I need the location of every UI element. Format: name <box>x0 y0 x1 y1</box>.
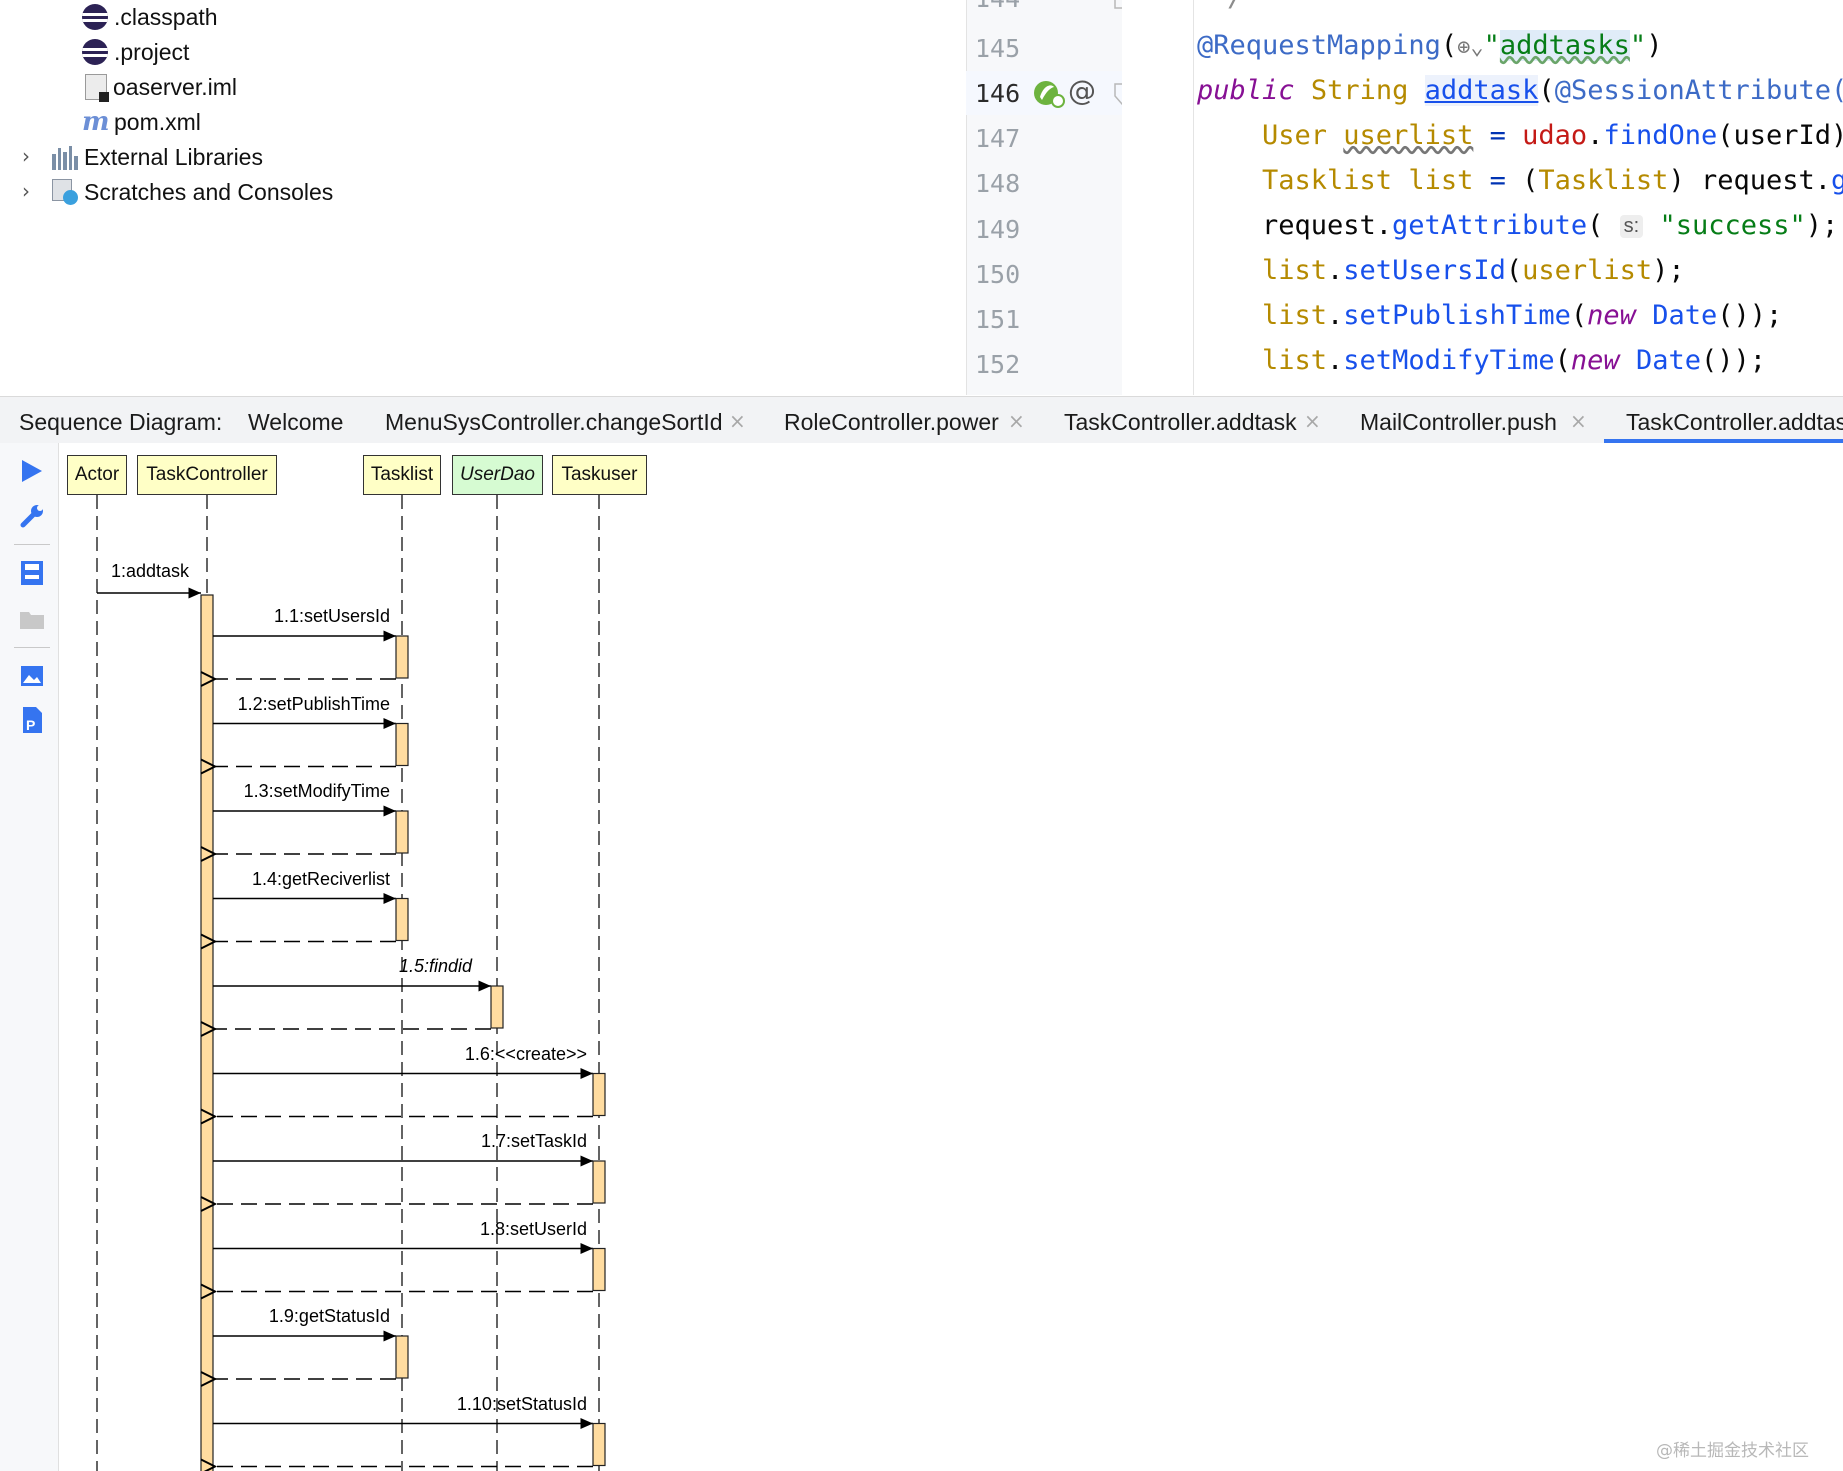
line-number: 151 <box>975 305 1021 334</box>
activation-bar <box>395 810 409 854</box>
activation-bar <box>592 1160 606 1204</box>
line-number: 145 <box>975 34 1021 63</box>
eclipse-file-icon <box>82 4 108 30</box>
message-label[interactable]: 1.8:setUserId <box>479 1218 587 1239</box>
message-label[interactable]: 1.1:setUsersId <box>273 606 390 626</box>
activation-bar <box>395 897 409 942</box>
svg-text:P: P <box>26 717 35 733</box>
tree-item-label: External Libraries <box>84 143 263 170</box>
code-line-149: request.getAttribute( s: "success"); <box>1262 210 1839 241</box>
lifeline-userdao[interactable]: UserDao <box>452 455 543 495</box>
lifeline-taskuser[interactable]: Taskuser <box>552 455 647 495</box>
tree-item-label: .classpath <box>114 3 218 30</box>
save-icon[interactable] <box>20 560 44 586</box>
activation-bar <box>395 1335 409 1379</box>
tree-item-pom-xml[interactable]: m pom.xml <box>82 105 201 139</box>
tab-taskcontroller-addtask[interactable]: TaskController.addtask <box>1064 409 1297 435</box>
editor-gutter <box>966 0 1123 395</box>
tree-item-external-libraries[interactable]: External Libraries <box>52 140 263 174</box>
activation-bar <box>592 1247 606 1292</box>
lifeline-tasklist[interactable]: Tasklist <box>363 455 441 495</box>
message-label[interactable]: 1.10:setStatusId <box>456 1393 587 1414</box>
code-line-144: */ <box>1212 0 1245 13</box>
tab-taskcontroller-addtas-active[interactable]: TaskController.addtas <box>1626 409 1843 435</box>
run-icon[interactable] <box>20 458 44 484</box>
code-line-151: list.setPublishTime(new Date()); <box>1262 300 1783 331</box>
maven-icon: m <box>82 107 110 137</box>
tree-item-label: .project <box>114 38 190 65</box>
diagram-tab-bar: Sequence Diagram: Welcome MenuSysControl… <box>0 396 1843 444</box>
activation-bar <box>395 635 409 679</box>
tab-menusyscontroller-changesortid[interactable]: MenuSysController.changeSortId <box>385 409 723 435</box>
code-line-150: list.setUsersId(userlist); <box>1262 255 1685 286</box>
activation-bar <box>490 985 504 1029</box>
tab-welcome[interactable]: Welcome <box>248 409 344 435</box>
project-tree: .classpath .project oaserver.iml m pom.x… <box>0 0 965 395</box>
message-label[interactable]: 1.7:setTaskId <box>480 1131 587 1151</box>
export-icon[interactable]: P <box>20 706 44 734</box>
code-line-145: @RequestMapping(⊕⌄"addtasks") <box>1197 30 1663 61</box>
message-label[interactable]: 1.6:<<create>> <box>464 1043 587 1064</box>
sequence-diagram-drawing <box>96 495 606 1471</box>
tree-item-classpath[interactable]: .classpath <box>82 0 218 34</box>
close-icon[interactable]: × <box>729 409 746 433</box>
activation-bar <box>592 1422 606 1467</box>
message-label[interactable]: 1.3:setModifyTime <box>243 781 390 801</box>
line-number: 152 <box>975 350 1021 379</box>
image-icon[interactable] <box>20 665 44 687</box>
tree-item-label: Scratches and Consoles <box>84 178 334 205</box>
code-line-146: public String addtask(@SessionAttribute( <box>1197 75 1843 106</box>
activation-bar <box>592 1072 606 1117</box>
iml-file-icon <box>85 74 109 102</box>
chevron-right-icon[interactable]: › <box>22 179 30 203</box>
globe-icon[interactable]: ⊕⌄ <box>1457 35 1484 60</box>
folder-icon[interactable] <box>19 608 45 630</box>
tab-mailcontroller-push[interactable]: MailController.push <box>1360 409 1557 435</box>
tab-rolecontroller-power[interactable]: RoleController.power <box>784 409 999 435</box>
active-tab-indicator <box>1604 439 1843 443</box>
line-number: 144 <box>975 0 1033 13</box>
tree-item-oaserver-iml[interactable]: oaserver.iml <box>85 70 237 104</box>
line-number: 150 <box>975 260 1021 289</box>
code-line-152: list.setModifyTime(new Date()); <box>1262 345 1766 376</box>
eclipse-file-icon <box>82 39 108 65</box>
chevron-right-icon[interactable]: › <box>22 144 30 168</box>
message-label[interactable]: 1:addtask <box>111 561 190 581</box>
line-number: 149 <box>975 215 1021 244</box>
line-number: 148 <box>975 169 1021 198</box>
tree-item-scratches[interactable]: Scratches and Consoles <box>52 175 333 209</box>
tree-item-label: oaserver.iml <box>113 73 237 100</box>
code-line-147: User userlist = udao.findOne(userId) <box>1262 120 1843 151</box>
message-label[interactable]: 1.2:setPublishTime <box>237 693 390 714</box>
sequence-diagram-canvas[interactable]: Actor TaskController Tasklist UserDao Ta… <box>59 443 1843 1471</box>
close-icon[interactable]: × <box>1304 409 1321 433</box>
line-number-active: 146 <box>975 79 1021 108</box>
tree-item-label: pom.xml <box>114 108 201 135</box>
close-icon[interactable]: × <box>1570 409 1587 433</box>
code-line-148: Tasklist list = (Tasklist) request.g <box>1262 165 1843 196</box>
message-label[interactable]: 1.4:getReciverlist <box>251 868 390 889</box>
tree-item-project[interactable]: .project <box>82 35 189 69</box>
activation-bar <box>395 722 409 767</box>
lifeline-actor[interactable]: Actor <box>67 455 127 495</box>
library-icon <box>52 144 78 170</box>
activation-bar-taskcontroller <box>200 594 214 1471</box>
spring-bean-icon[interactable] <box>1032 78 1066 108</box>
lifeline-taskcontroller[interactable]: TaskController <box>137 455 277 495</box>
message-label[interactable]: 1.5:findid <box>399 956 473 976</box>
at-annotation-icon[interactable]: @ <box>1068 74 1096 107</box>
wrench-icon[interactable] <box>19 503 45 529</box>
line-number: 147 <box>975 124 1021 153</box>
sequence-diagram-label: Sequence Diagram: <box>19 409 223 435</box>
watermark: @稀土掘金技术社区 <box>1656 1441 1809 1461</box>
scratch-icon <box>52 179 78 205</box>
close-icon[interactable]: × <box>1008 409 1025 433</box>
code-editor[interactable]: */ @RequestMapping(⊕⌄"addtasks") public … <box>1122 0 1843 395</box>
message-label[interactable]: 1.9:getStatusId <box>268 1306 390 1326</box>
diagram-toolbar: P <box>0 443 59 1471</box>
parameter-hint: s: <box>1619 215 1644 238</box>
